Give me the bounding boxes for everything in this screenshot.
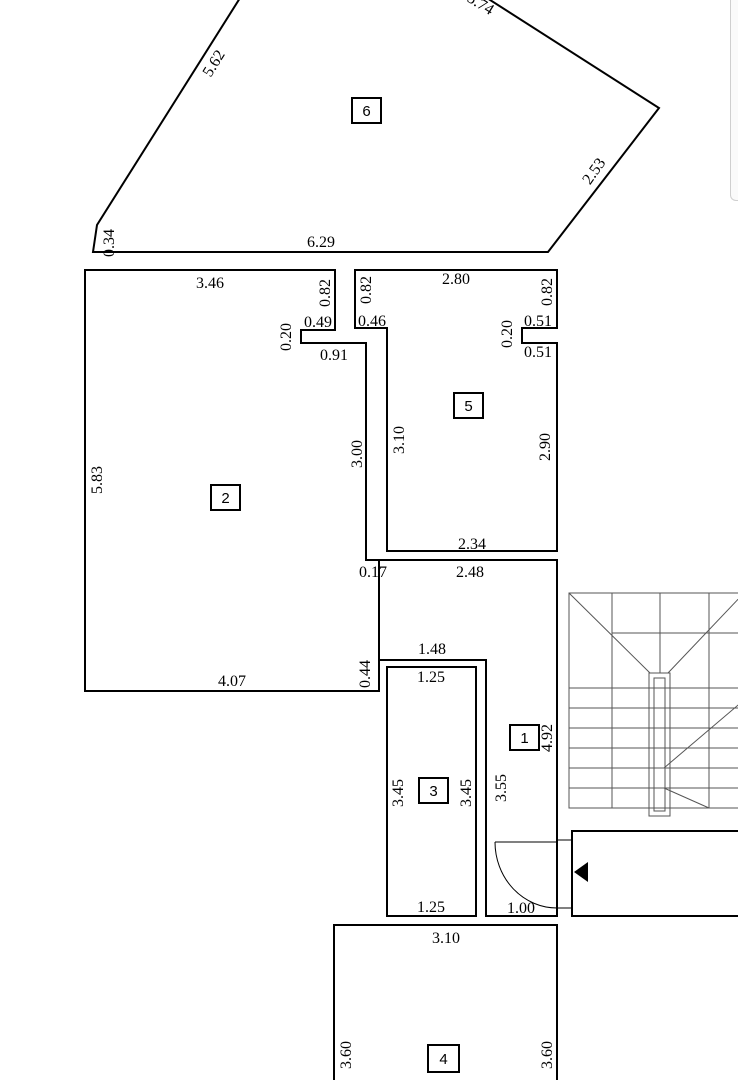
corridor-block [571, 830, 738, 917]
dim-r4-top: 3.10 [432, 930, 460, 947]
dim-r6-right: 2.53 [579, 155, 609, 188]
room-3-label: 3 [418, 777, 449, 804]
room-2-label: 2 [210, 484, 241, 511]
dim-r3-bottom: 1.25 [417, 899, 445, 916]
dim-r5-right-step-top: 0.51 [524, 313, 552, 330]
dim-r1-step: 0.17 [359, 564, 387, 581]
dim-r3-top: 1.25 [417, 669, 445, 686]
room-3-number: 3 [429, 783, 437, 800]
room-1-number: 1 [520, 730, 528, 747]
dim-r1-right: 4.92 [539, 724, 556, 752]
dim-r5-right-step-bottom: 0.51 [524, 344, 552, 361]
dim-r2-inner: 3.00 [349, 440, 366, 468]
dim-r5-left-notch: 0.82 [358, 276, 375, 304]
dim-r2-notch-h: 0.82 [317, 279, 334, 307]
room-2-number: 2 [221, 490, 229, 507]
dim-r1-bottom: 1.00 [507, 900, 535, 917]
dim-r2-notch-v: 0.20 [278, 323, 295, 351]
staircase [568, 592, 738, 817]
dim-r6-corner: 0.34 [101, 229, 118, 257]
dim-r4-left: 3.60 [338, 1041, 355, 1069]
dim-r2-left: 5.83 [89, 466, 106, 494]
room-4-label: 4 [427, 1044, 460, 1073]
dim-r5-bottom: 2.34 [458, 536, 486, 553]
room-1-label: 1 [509, 724, 540, 751]
dim-r4-right: 3.60 [539, 1041, 556, 1069]
dim-r1-top: 2.48 [456, 564, 484, 581]
dim-r5-right: 2.90 [537, 433, 554, 461]
room-1 [366, 559, 558, 917]
room-3 [386, 666, 477, 917]
room-2 [84, 269, 380, 692]
dim-r2-bottom-notch: 0.44 [357, 660, 374, 688]
room-5-number: 5 [464, 398, 472, 415]
dim-r6-top: 5.74 [464, 0, 497, 19]
room-4 [333, 924, 558, 1080]
room-6 [91, 0, 661, 253]
scrollbar[interactable] [730, 0, 738, 201]
room-6-label: 6 [351, 97, 382, 124]
dim-r1-notch: 1.48 [418, 641, 446, 658]
dim-r6-left: 5.62 [200, 47, 229, 80]
dim-r2-bottom: 4.07 [218, 673, 246, 690]
entrance-arrow-icon [574, 862, 588, 882]
dim-r2-top: 3.46 [196, 275, 224, 292]
dim-r5-right-notch: 0.82 [539, 278, 556, 306]
entrance-door [494, 839, 572, 909]
dim-r3-left: 3.45 [390, 779, 407, 807]
dim-r3-right: 3.45 [458, 779, 475, 807]
dim-r5-right-gap: 0.20 [499, 320, 516, 348]
room-5 [354, 269, 558, 552]
dimension-labels: 5.74 5.62 2.53 6.29 0.34 3.46 0.82 0.49 … [89, 0, 609, 1069]
room-5-label: 5 [453, 392, 484, 419]
room-4-number: 4 [439, 1051, 447, 1068]
dim-r5-top: 2.80 [442, 271, 470, 288]
dim-r6-bottom: 6.29 [307, 234, 335, 251]
room-6-number: 6 [362, 103, 370, 120]
dim-r2-notch-w: 0.49 [304, 314, 332, 331]
dim-r2-step: 0.91 [320, 347, 348, 364]
dim-r5-left-step: 0.46 [358, 313, 386, 330]
dim-r1-inner: 3.55 [493, 774, 510, 802]
dim-r5-left: 3.10 [391, 426, 408, 454]
